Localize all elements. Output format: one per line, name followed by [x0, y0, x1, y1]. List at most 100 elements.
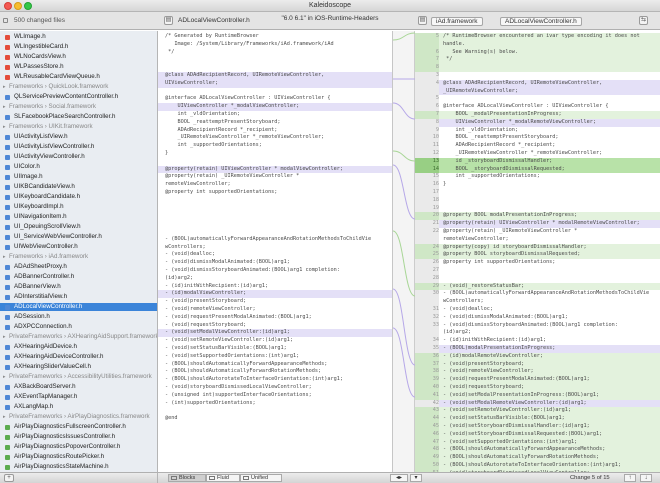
options-button[interactable]: ▾ [410, 474, 422, 482]
sidebar-file-item[interactable]: UIColor.h [0, 163, 157, 171]
sidebar-group-header[interactable]: ▸PrivateFrameworks › AXHearingAidSupport… [0, 333, 157, 341]
sidebar-file-item[interactable]: AXLangMap.h [0, 403, 157, 411]
sidebar-file-item[interactable]: AXBackBoardServer.h [0, 383, 157, 391]
blocks-view-button[interactable]: Blocks [168, 474, 206, 482]
code-line: int _supportedOrientations; [158, 142, 392, 150]
sidebar-file-item[interactable]: UIActivityListViewController.h [0, 143, 157, 151]
sidebar-group-header[interactable]: ▸Frameworks › QuickLook.framework [0, 83, 157, 91]
disclosure-triangle-icon[interactable]: ▸ [3, 374, 6, 380]
code-text: UIViewController *_modalViewController; [165, 103, 300, 110]
sidebar-file-item[interactable]: AXEventTapManager.h [0, 393, 157, 401]
code-text: - (void)setModalRemoteViewController:(id… [443, 399, 587, 406]
sidebar-file-item[interactable]: UIKeyboardCandidate.h [0, 193, 157, 201]
breadcrumb-framework[interactable]: iAd.framework [431, 17, 483, 26]
left-diff-pane[interactable]: /* Generated by RuntimeBrowser Image: /S… [158, 31, 393, 472]
disclosure-triangle-icon[interactable]: ▸ [3, 104, 6, 110]
merge-left-button[interactable]: ◂▸ [390, 474, 408, 482]
sidebar-file-item[interactable]: QLServicePreviewContentController.h [0, 93, 157, 101]
line-number: 24 [415, 243, 439, 252]
code-line: 40- (void)requestStoryboard; [415, 384, 660, 392]
minimize-window-button[interactable] [14, 2, 22, 10]
sidebar-group-header[interactable]: ▸PrivateFrameworks › AirPlayDiagnostics.… [0, 413, 157, 421]
line-number: 38 [415, 368, 439, 377]
sidebar-file-item[interactable]: ADBannerView.h [0, 283, 157, 291]
file-status-icon [5, 284, 10, 290]
previous-change-button[interactable]: ↑ [624, 474, 636, 482]
close-window-button[interactable] [4, 2, 12, 10]
sidebar-file-item[interactable]: AirPlayDiagnosticsStateMachine.h [0, 463, 157, 471]
sidebar-item-label: ADXPCConnection.h [14, 323, 72, 330]
sidebar-file-item[interactable]: WLReusableCardViewQueue.h [0, 73, 157, 81]
sidebar-file-item[interactable]: ADBannerController.h [0, 273, 157, 281]
add-icon[interactable]: + [4, 474, 14, 482]
sidebar-file-item[interactable]: ADSession.h [0, 313, 157, 321]
sidebar-group-header[interactable]: ▸PrivateFrameworks › AccessibilityUtilit… [0, 373, 157, 381]
disclosure-triangle-icon[interactable]: ▸ [3, 254, 6, 260]
sidebar-file-item[interactable]: ADLocalViewController.h [0, 303, 157, 312]
sidebar-item-label: UI_ServiceWebViewController.h [14, 233, 102, 240]
sidebar-file-item[interactable]: UIActivityListView.h [0, 133, 157, 141]
sidebar-file-item[interactable]: AirPlayDiagnosticsPopoverController.h [0, 443, 157, 451]
sidebar-file-item[interactable]: AXHearingAidDevice.h [0, 343, 157, 351]
code-line: 30- (BOOL)automaticallyForwardAppearance… [415, 290, 660, 299]
code-text: - (void)setModalViewController:(id)arg1; [165, 329, 290, 336]
swap-icon[interactable]: ⇆ [639, 16, 648, 25]
sidebar-file-item[interactable]: AXHearingSliderValueCell.h [0, 363, 157, 371]
unified-view-button[interactable]: Unified [240, 474, 282, 482]
sidebar-file-item[interactable]: AirPlayDiagnosticsIssuesController.h [0, 433, 157, 441]
sidebar-item-label: AirPlayDiagnosticsFullscreenController.h [14, 423, 126, 430]
changed-files-header[interactable]: 500 changed files [0, 12, 158, 30]
disclosure-triangle-icon[interactable]: ▸ [3, 124, 6, 130]
sidebar-group-header[interactable]: ▸Frameworks › UIKit.framework [0, 123, 157, 131]
sidebar-file-item[interactable]: WLImage.h [0, 33, 157, 41]
sidebar-file-item[interactable]: UIImage.h [0, 173, 157, 181]
sidebar-file-item[interactable]: SLFacebookPlaceSearchController.h [0, 113, 157, 121]
sidebar-file-item[interactable]: WLNoCardsView.h [0, 53, 157, 61]
sidebar-file-item[interactable]: ADXPCConnection.h [0, 323, 157, 331]
code-text: - (id)modalViewController; [165, 290, 247, 297]
sidebar-file-item[interactable]: AXHearingAidDeviceController.h [0, 353, 157, 361]
code-line: 34- (id)initWithRecipient:(id)arg1; [415, 337, 660, 345]
sidebar-group-header[interactable]: ▸Frameworks › Social.framework [0, 103, 157, 111]
sidebar-item-label: SLFacebookPlaceSearchController.h [14, 113, 116, 120]
sidebar-file-item[interactable]: WLPassesStore.h [0, 63, 157, 71]
sidebar-group-header[interactable]: ▸Frameworks › iAd.framework [0, 253, 157, 261]
sidebar-item-label: ADLocalViewController.h [14, 303, 83, 310]
code-line: @interface ADLocalViewController : UIVie… [158, 95, 392, 103]
sidebar-file-item[interactable]: UIKeyboardImpl.h [0, 203, 157, 211]
left-file-path[interactable]: ▤ ADLocalViewController.h [162, 12, 352, 30]
line-number: 46 [415, 430, 439, 439]
disclosure-triangle-icon[interactable]: ▸ [3, 84, 6, 90]
sidebar-file-item[interactable]: AirPlayDiagnosticsFullscreenController.h [0, 423, 157, 431]
sidebar-file-item[interactable]: ADAdSheetProxy.h [0, 263, 157, 271]
line-number: 49 [415, 454, 439, 462]
sidebar-file-item[interactable]: ADInterstitialView.h [0, 293, 157, 301]
code-text: - (void)storyboardDismissedLocalViewCont… [443, 470, 590, 472]
sidebar-file-item[interactable]: UIActivityViewController.h [0, 153, 157, 161]
disclosure-triangle-icon[interactable]: ▸ [3, 334, 6, 340]
code-line [158, 431, 392, 439]
sidebar-file-item[interactable]: AirPlayDiagnosticsRoutePicker.h [0, 453, 157, 461]
sidebar-item-label: UIActivityListViewController.h [14, 143, 95, 150]
code-line [158, 462, 392, 470]
next-change-button[interactable]: ↓ [640, 474, 652, 482]
sidebar-file-item[interactable]: UI_ServiceWebViewController.h [0, 233, 157, 241]
sidebar-file-item[interactable]: UI_OpeuingScrollView.h [0, 223, 157, 231]
line-number: 34 [415, 337, 439, 345]
code-line: 32- (void)dismissModalAnimated:(BOOL)arg… [415, 313, 660, 322]
code-line: 37- (void)presentStoryboard; [415, 360, 660, 369]
disclosure-triangle-icon[interactable]: ▸ [3, 414, 6, 420]
code-line: - (void)dismissModalAnimated:(BOOL)arg1; [158, 259, 392, 267]
sidebar-file-item[interactable]: UIWebViewController.h [0, 243, 157, 251]
fluid-view-button[interactable]: Fluid [206, 474, 240, 482]
line-number: 30 [415, 290, 439, 299]
sidebar-file-item[interactable]: UINavigationItem.h [0, 213, 157, 221]
right-diff-pane[interactable]: 5/* RuntimeBrowser encountered an ivar t… [415, 31, 660, 472]
code-line: 42- (void)setModalRemoteViewController:(… [415, 399, 660, 408]
code-line: - (int)supportedOrientations; [158, 400, 392, 408]
zoom-window-button[interactable] [24, 2, 32, 10]
breadcrumb-file[interactable]: ADLocalViewController.h [500, 17, 582, 26]
sidebar-file-item[interactable]: UIKBCandidateView.h [0, 183, 157, 191]
code-line [158, 407, 392, 415]
sidebar-file-item[interactable]: WLIngestibleCard.h [0, 43, 157, 51]
